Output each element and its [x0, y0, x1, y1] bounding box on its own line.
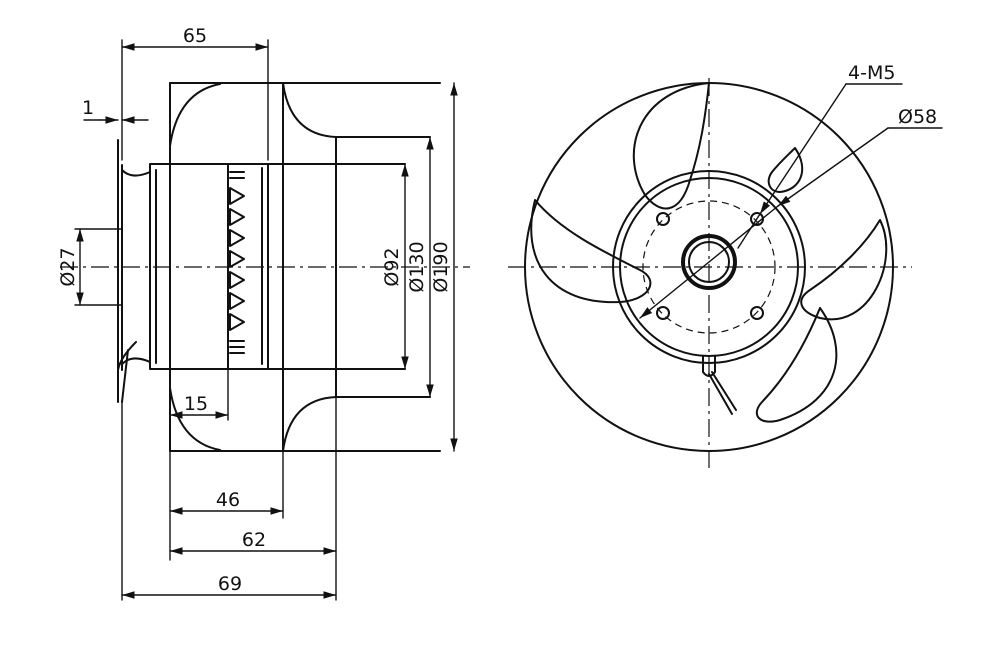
hub-outer	[681, 234, 737, 290]
dim-1-label: 1	[82, 97, 94, 119]
dim-62-label: 62	[242, 529, 266, 551]
cooling-fin	[229, 187, 245, 205]
dim-15-label: 15	[184, 393, 208, 415]
mounting-holes	[656, 212, 764, 320]
cooling-fin	[229, 208, 245, 226]
cooling-fin	[229, 229, 245, 247]
mounting-hole	[750, 306, 764, 320]
cable-exit	[702, 355, 737, 415]
motor-body	[117, 139, 406, 403]
cooling-fins	[229, 171, 245, 354]
dim-190-label: Ø190	[430, 241, 452, 292]
mounting-hole	[656, 212, 670, 226]
motor-face-inner	[619, 177, 799, 357]
holes-label: 4-M5	[848, 62, 895, 84]
dim-92-label: Ø92	[381, 247, 403, 286]
cooling-fin	[229, 292, 245, 310]
front-view: 4-M5 Ø58	[508, 62, 943, 470]
dim-65-label: 65	[183, 25, 207, 47]
dim-69-label: 69	[218, 573, 242, 595]
side-view: 65 1 Ø27 15 46 62	[57, 25, 470, 601]
impeller-blades	[530, 82, 888, 423]
cooling-fin	[229, 271, 245, 289]
cooling-fin	[229, 313, 245, 331]
dim-27-label: Ø27	[57, 247, 79, 286]
hub-inner	[688, 241, 730, 283]
dim-130-label: Ø130	[406, 241, 428, 292]
side-dimensions: 65 1 Ø27 15 46 62	[57, 25, 458, 601]
front-leaders: 4-M5 Ø58	[639, 62, 943, 319]
impeller-outline	[169, 82, 441, 452]
cable	[117, 341, 137, 403]
pcd-label: Ø58	[898, 106, 937, 128]
mounting-hole	[656, 306, 670, 320]
dim-46-label: 46	[216, 489, 240, 511]
bolt-circle	[642, 200, 776, 334]
cooling-fin	[229, 250, 245, 268]
motor-face-outer	[612, 170, 806, 364]
